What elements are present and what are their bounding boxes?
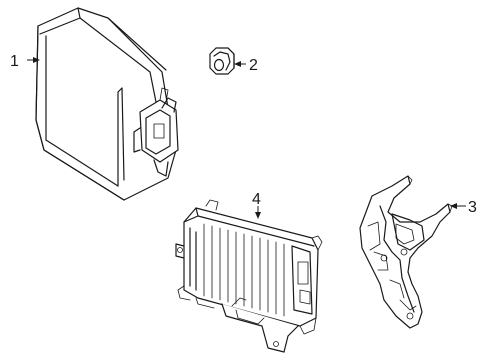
part-3-bracket [359,175,453,329]
part-1-control-module [35,7,179,201]
callout-4: 4 [252,191,261,219]
callout-3: 3 [450,199,477,216]
callout-2: 2 [234,57,258,74]
callout-label-3: 3 [468,199,477,216]
callout-label-2: 2 [249,57,258,74]
callout-label-4: 4 [252,191,261,208]
callout-1: 1 [10,53,40,70]
callout-label-1: 1 [10,53,19,70]
part-2-grommet [209,47,235,75]
part-4-finned-module [175,199,323,353]
